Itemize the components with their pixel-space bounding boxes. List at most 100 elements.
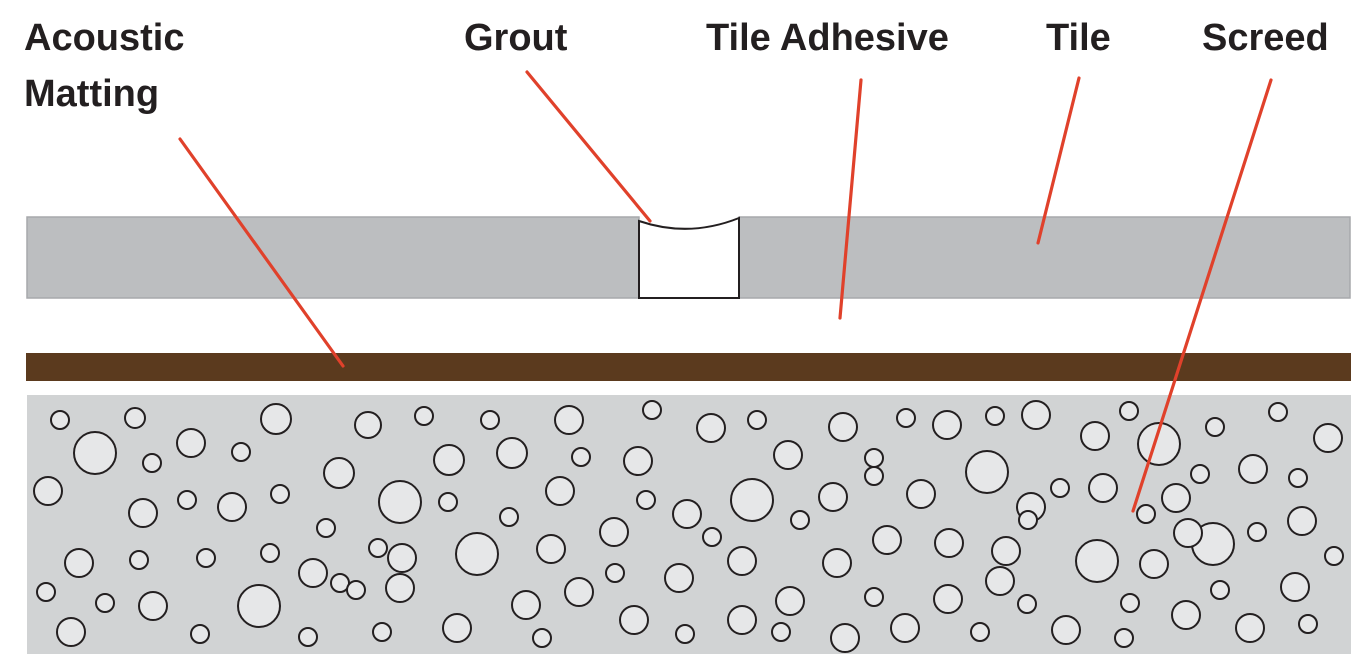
aggregate-bubble xyxy=(1268,402,1288,422)
aggregate-bubble xyxy=(1136,504,1156,524)
aggregate-bubble xyxy=(177,490,197,510)
aggregate-bubble xyxy=(414,406,434,426)
aggregate-bubble xyxy=(934,528,964,558)
screed-leader-line xyxy=(1131,78,1273,513)
tile-leader-line xyxy=(1036,76,1081,245)
aggregate-bubble xyxy=(965,450,1009,494)
aggregate-bubble xyxy=(830,623,860,653)
aggregate-bubble xyxy=(985,406,1005,426)
aggregate-bubble xyxy=(564,577,594,607)
aggregate-bubble xyxy=(775,586,805,616)
aggregate-bubble xyxy=(36,582,56,602)
aggregate-bubble xyxy=(985,566,1015,596)
aggregate-bubble xyxy=(890,613,920,643)
aggregate-bubble xyxy=(696,413,726,443)
aggregate-bubble xyxy=(727,605,757,635)
aggregate-bubble xyxy=(128,498,158,528)
aggregate-bubble xyxy=(50,410,70,430)
aggregate-bubble xyxy=(176,428,206,458)
aggregate-bubble xyxy=(636,490,656,510)
aggregate-bubble xyxy=(1021,400,1051,430)
aggregate-bubble xyxy=(536,534,566,564)
aggregate-bubble xyxy=(864,448,884,468)
aggregate-bubble xyxy=(378,480,422,524)
aggregate-bubble xyxy=(124,407,146,429)
tile-adhesive-label: Tile Adhesive xyxy=(706,17,949,59)
aggregate-bubble xyxy=(605,563,625,583)
aggregate-bubble xyxy=(1139,549,1169,579)
aggregate-bubble xyxy=(496,437,528,469)
aggregate-bubble xyxy=(1235,613,1265,643)
aggregate-bubble xyxy=(730,478,774,522)
aggregate-bubble xyxy=(991,536,1021,566)
grout-leader-line xyxy=(525,70,652,223)
tile-label: Tile xyxy=(1046,17,1111,59)
aggregate-bubble xyxy=(1288,468,1308,488)
aggregate-bubble xyxy=(970,622,990,642)
aggregate-bubble xyxy=(442,613,472,643)
aggregate-bubble xyxy=(747,410,767,430)
aggregate-bubble xyxy=(773,440,803,470)
aggregate-bubble xyxy=(1080,421,1110,451)
tile-left xyxy=(26,216,640,299)
aggregate-bubble xyxy=(1088,473,1118,503)
aggregate-bubble xyxy=(1161,483,1191,513)
aggregate-bubble xyxy=(142,453,162,473)
grout-label: Grout xyxy=(464,17,568,59)
aggregate-bubble xyxy=(73,431,117,475)
grout-joint xyxy=(638,216,740,299)
aggregate-bubble xyxy=(196,548,216,568)
aggregate-bubble xyxy=(316,518,336,538)
aggregate-bubble xyxy=(1051,615,1081,645)
aggregate-bubble xyxy=(933,584,963,614)
aggregate-bubble xyxy=(1017,594,1037,614)
aggregate-bubble xyxy=(599,517,629,547)
screed-label: Screed xyxy=(1202,17,1329,59)
aggregate-bubble xyxy=(1247,522,1267,542)
aggregate-bubble xyxy=(1238,454,1268,484)
aggregate-bubble xyxy=(1324,546,1344,566)
aggregate-bubble xyxy=(95,593,115,613)
aggregate-bubble xyxy=(298,627,318,647)
aggregate-bubble xyxy=(270,484,290,504)
aggregate-bubble xyxy=(1190,464,1210,484)
aggregate-bubble xyxy=(571,447,591,467)
aggregate-bubble xyxy=(323,457,355,489)
tile-layer xyxy=(26,216,1351,299)
aggregate-bubble xyxy=(896,408,916,428)
aggregate-bubble xyxy=(1205,417,1225,437)
aggregate-bubble xyxy=(1050,478,1070,498)
aggregate-bubble xyxy=(511,590,541,620)
acoustic-matting-label-line2: Matting xyxy=(24,73,159,115)
aggregate-bubble xyxy=(1120,593,1140,613)
aggregate-bubble xyxy=(1018,510,1038,530)
aggregate-bubble xyxy=(231,442,251,462)
acoustic-matting-layer xyxy=(26,353,1351,381)
aggregate-bubble xyxy=(354,411,382,439)
aggregate-bubble xyxy=(298,558,328,588)
aggregate-bubble xyxy=(237,584,281,628)
aggregate-bubble xyxy=(545,476,575,506)
aggregate-bubble xyxy=(872,525,902,555)
aggregate-bubble xyxy=(642,400,662,420)
aggregate-bubble xyxy=(1137,422,1181,466)
tile-adhesive-leader-line xyxy=(838,78,863,320)
aggregate-bubble xyxy=(864,466,884,486)
aggregate-bubble xyxy=(346,580,366,600)
aggregate-bubble xyxy=(455,532,499,576)
aggregate-bubble xyxy=(672,499,702,529)
aggregate-bubble xyxy=(260,403,292,435)
aggregate-bubble xyxy=(1171,600,1201,630)
aggregate-bubble xyxy=(771,622,791,642)
aggregate-bubble xyxy=(1287,506,1317,536)
tile-right xyxy=(738,216,1351,299)
aggregate-bubble xyxy=(790,510,810,530)
aggregate-bubble xyxy=(664,563,694,593)
aggregate-bubble xyxy=(675,624,695,644)
aggregate-bubble xyxy=(433,444,465,476)
aggregate-bubble xyxy=(260,543,280,563)
aggregate-bubble xyxy=(387,543,417,573)
aggregate-bubble xyxy=(372,622,392,642)
aggregate-bubble xyxy=(1119,401,1139,421)
aggregate-bubble xyxy=(532,628,552,648)
